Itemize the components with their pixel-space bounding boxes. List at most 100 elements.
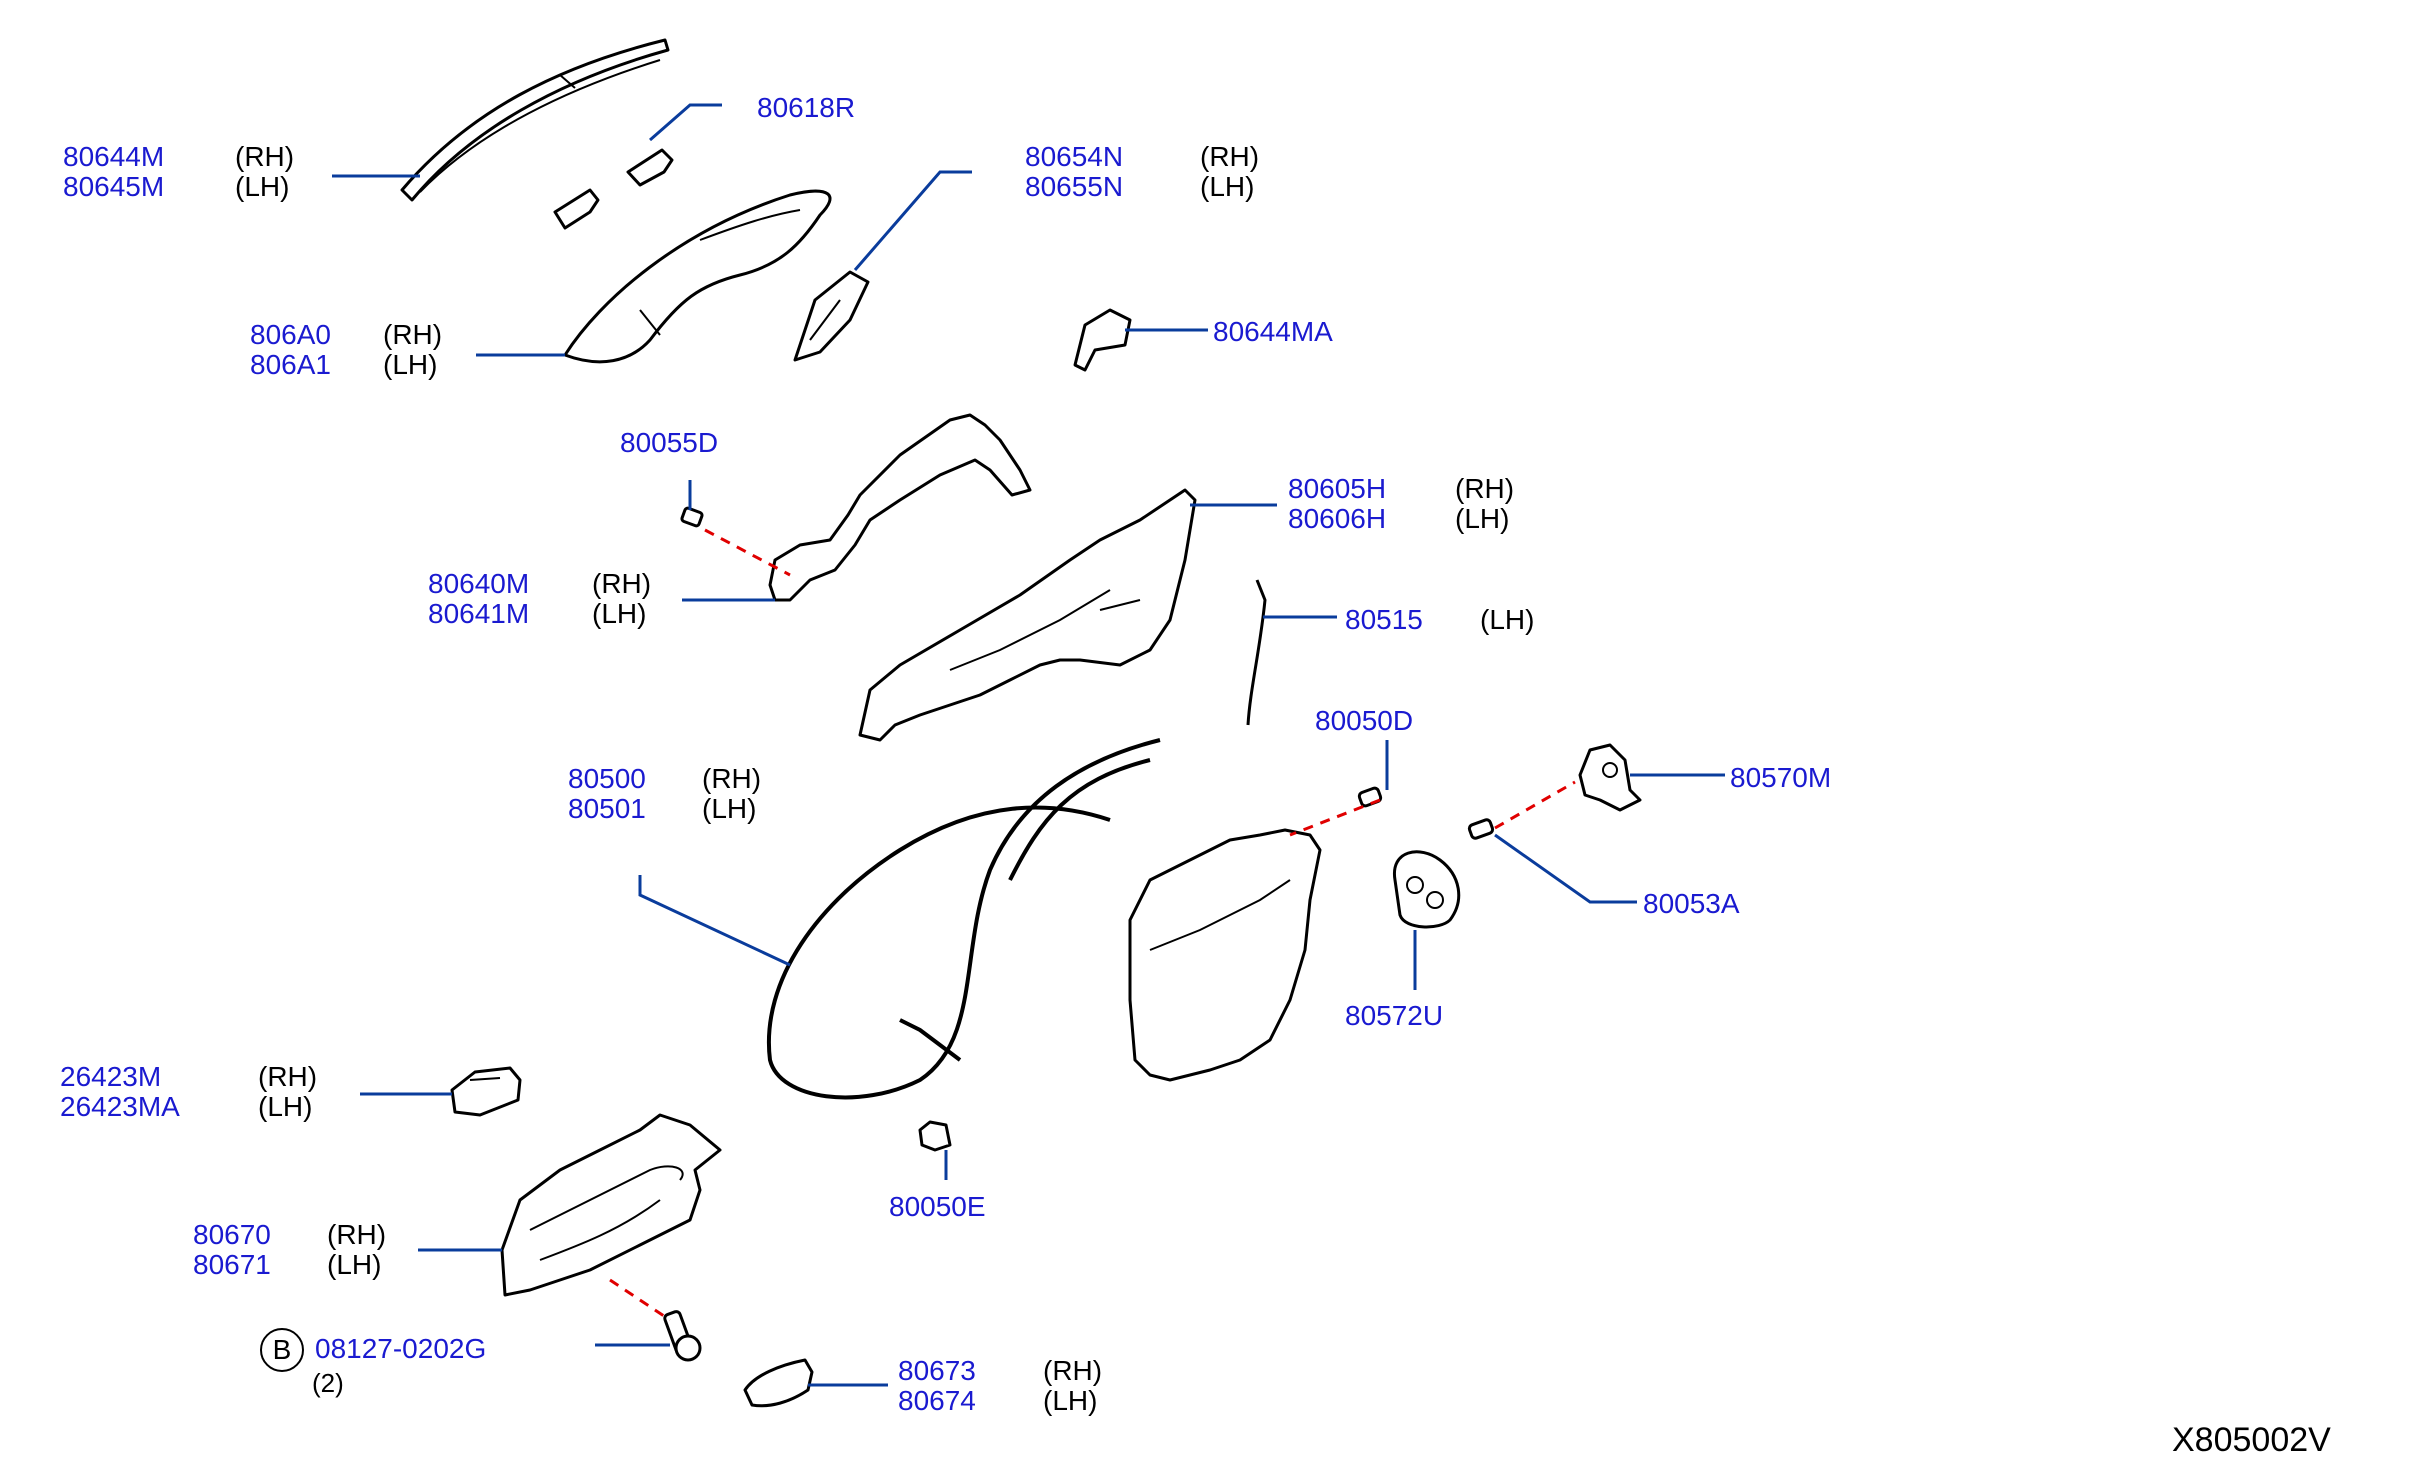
part-seal-80654N	[793, 270, 870, 362]
part-bracket-80605H	[858, 488, 1197, 742]
side-rh: (RH)	[258, 1061, 318, 1092]
part-number-80645M[interactable]: 80645M	[63, 171, 165, 202]
part-number-80673[interactable]: 80673	[898, 1355, 976, 1386]
callout-806A0: 806A0 806A1	[250, 320, 331, 380]
side-26423M: (RH) (LH)	[258, 1062, 317, 1122]
part-number-80606H[interactable]: 80606H	[1288, 503, 1387, 534]
side-rh: (RH)	[383, 319, 443, 350]
part-handle-cover	[563, 189, 832, 364]
part-bolt-80053A	[1467, 818, 1495, 840]
bolt-prefix-circle: B	[260, 1328, 304, 1372]
callout-80673: 80673 80674	[898, 1356, 976, 1416]
part-handle-frame	[768, 413, 1032, 602]
side-rh: (RH)	[592, 568, 652, 599]
part-number-80641M[interactable]: 80641M	[428, 598, 530, 629]
part-number-80050D[interactable]: 80050D	[1315, 705, 1414, 736]
side-80500: (RH) (LH)	[702, 764, 761, 824]
part-plate-80572U	[1393, 850, 1461, 929]
part-bolt-80050D	[1357, 786, 1383, 808]
side-rh: (RH)	[1043, 1355, 1103, 1386]
side-lh: (LH)	[1480, 604, 1535, 635]
callout-80570M: 80570M	[1730, 763, 1831, 793]
part-number-80055D[interactable]: 80055D	[620, 427, 719, 458]
part-number-80515[interactable]: 80515	[1345, 604, 1423, 635]
side-lh: (LH)	[1455, 503, 1510, 534]
part-26423M	[450, 1066, 522, 1117]
side-80654N: (RH) (LH)	[1200, 142, 1259, 202]
part-number-80670[interactable]: 80670	[193, 1219, 271, 1250]
side-80670: (RH) (LH)	[327, 1220, 386, 1280]
part-80644MA	[1073, 308, 1132, 372]
callout-80055D: 80055D	[620, 428, 718, 458]
part-bolt-08127	[663, 1310, 702, 1362]
part-number-80500[interactable]: 80500	[568, 763, 646, 794]
side-80640M: (RH) (LH)	[592, 569, 651, 629]
part-number-80572U[interactable]: 80572U	[1345, 1000, 1444, 1031]
part-number-80618R[interactable]: 80618R	[757, 92, 856, 123]
part-trim-strip	[400, 38, 670, 202]
side-rh: (RH)	[235, 141, 295, 172]
part-inside-handle	[500, 1113, 722, 1297]
part-number-26423M[interactable]: 26423M	[60, 1061, 162, 1092]
side-lh: (LH)	[258, 1091, 313, 1122]
part-screw-80055D	[680, 506, 704, 528]
side-rh: (RH)	[1200, 141, 1260, 172]
callout-80605H: 80605H 80606H	[1288, 474, 1386, 534]
quantity-08127: (2)	[312, 1368, 344, 1398]
side-rh: (RH)	[327, 1219, 387, 1250]
part-number-80654N[interactable]: 80654N	[1025, 141, 1124, 172]
callout-80654N: 80654N 80655N	[1025, 142, 1123, 202]
part-cable-80500	[766, 738, 1161, 1100]
side-lh: (LH)	[702, 793, 757, 824]
callout-08127: 08127-0202G	[315, 1334, 486, 1364]
callout-80618R: 80618R	[757, 93, 855, 123]
callout-80053A: 80053A	[1643, 889, 1740, 919]
part-striker-80570M	[1578, 743, 1642, 812]
callout-80644MA: 80644MA	[1213, 317, 1333, 347]
part-number-806A0[interactable]: 806A0	[250, 319, 331, 350]
part-number-80644M[interactable]: 80644M	[63, 141, 165, 172]
dashed-line-handle-bolt	[609, 1278, 671, 1322]
callout-26423M: 26423M 26423MA	[60, 1062, 180, 1122]
callout-80500: 80500 80501	[568, 764, 646, 824]
side-rh: (RH)	[1455, 473, 1515, 504]
side-lh: (LH)	[1200, 171, 1255, 202]
part-number-08127-0202G[interactable]: 08127-0202G	[315, 1333, 487, 1364]
part-number-80640M[interactable]: 80640M	[428, 568, 530, 599]
side-lh: (LH)	[383, 349, 438, 380]
callout-80050E: 80050E	[889, 1192, 986, 1222]
part-cover-80673	[743, 1358, 814, 1408]
side-lh: (LH)	[592, 598, 647, 629]
side-80673: (RH) (LH)	[1043, 1356, 1102, 1416]
part-clip-80618R	[553, 148, 674, 230]
part-latch	[1128, 828, 1322, 1082]
callout-80670: 80670 80671	[193, 1220, 271, 1280]
side-lh: (LH)	[327, 1249, 382, 1280]
part-rod-80515	[1246, 579, 1267, 726]
dashed-line-latch-bolt	[1289, 798, 1381, 837]
dashed-line-screw	[704, 528, 791, 577]
diagram-code: X805002V	[2172, 1421, 2331, 1459]
part-number-80674[interactable]: 80674	[898, 1385, 976, 1416]
leader-lines	[332, 103, 1725, 1387]
part-number-806A1[interactable]: 806A1	[250, 349, 331, 380]
side-80515: (LH)	[1480, 605, 1534, 635]
part-number-80050E[interactable]: 80050E	[889, 1191, 986, 1222]
part-number-80655N[interactable]: 80655N	[1025, 171, 1124, 202]
part-number-26423MA[interactable]: 26423MA	[60, 1091, 180, 1122]
callout-80515: 80515	[1345, 605, 1423, 635]
side-lh: (LH)	[235, 171, 290, 202]
part-number-80053A[interactable]: 80053A	[1643, 888, 1740, 919]
part-number-80605H[interactable]: 80605H	[1288, 473, 1387, 504]
side-806A0: (RH) (LH)	[383, 320, 442, 380]
part-number-80671[interactable]: 80671	[193, 1249, 271, 1280]
side-lh: (LH)	[1043, 1385, 1098, 1416]
part-number-80570M[interactable]: 80570M	[1730, 762, 1832, 793]
callout-80640M: 80640M 80641M	[428, 569, 529, 629]
part-number-80644MA[interactable]: 80644MA	[1213, 316, 1333, 347]
part-number-80501[interactable]: 80501	[568, 793, 646, 824]
side-80644M: (RH) (LH)	[235, 142, 294, 202]
callout-80050D: 80050D	[1315, 706, 1413, 736]
dashed-line-striker-bolt	[1494, 780, 1576, 830]
